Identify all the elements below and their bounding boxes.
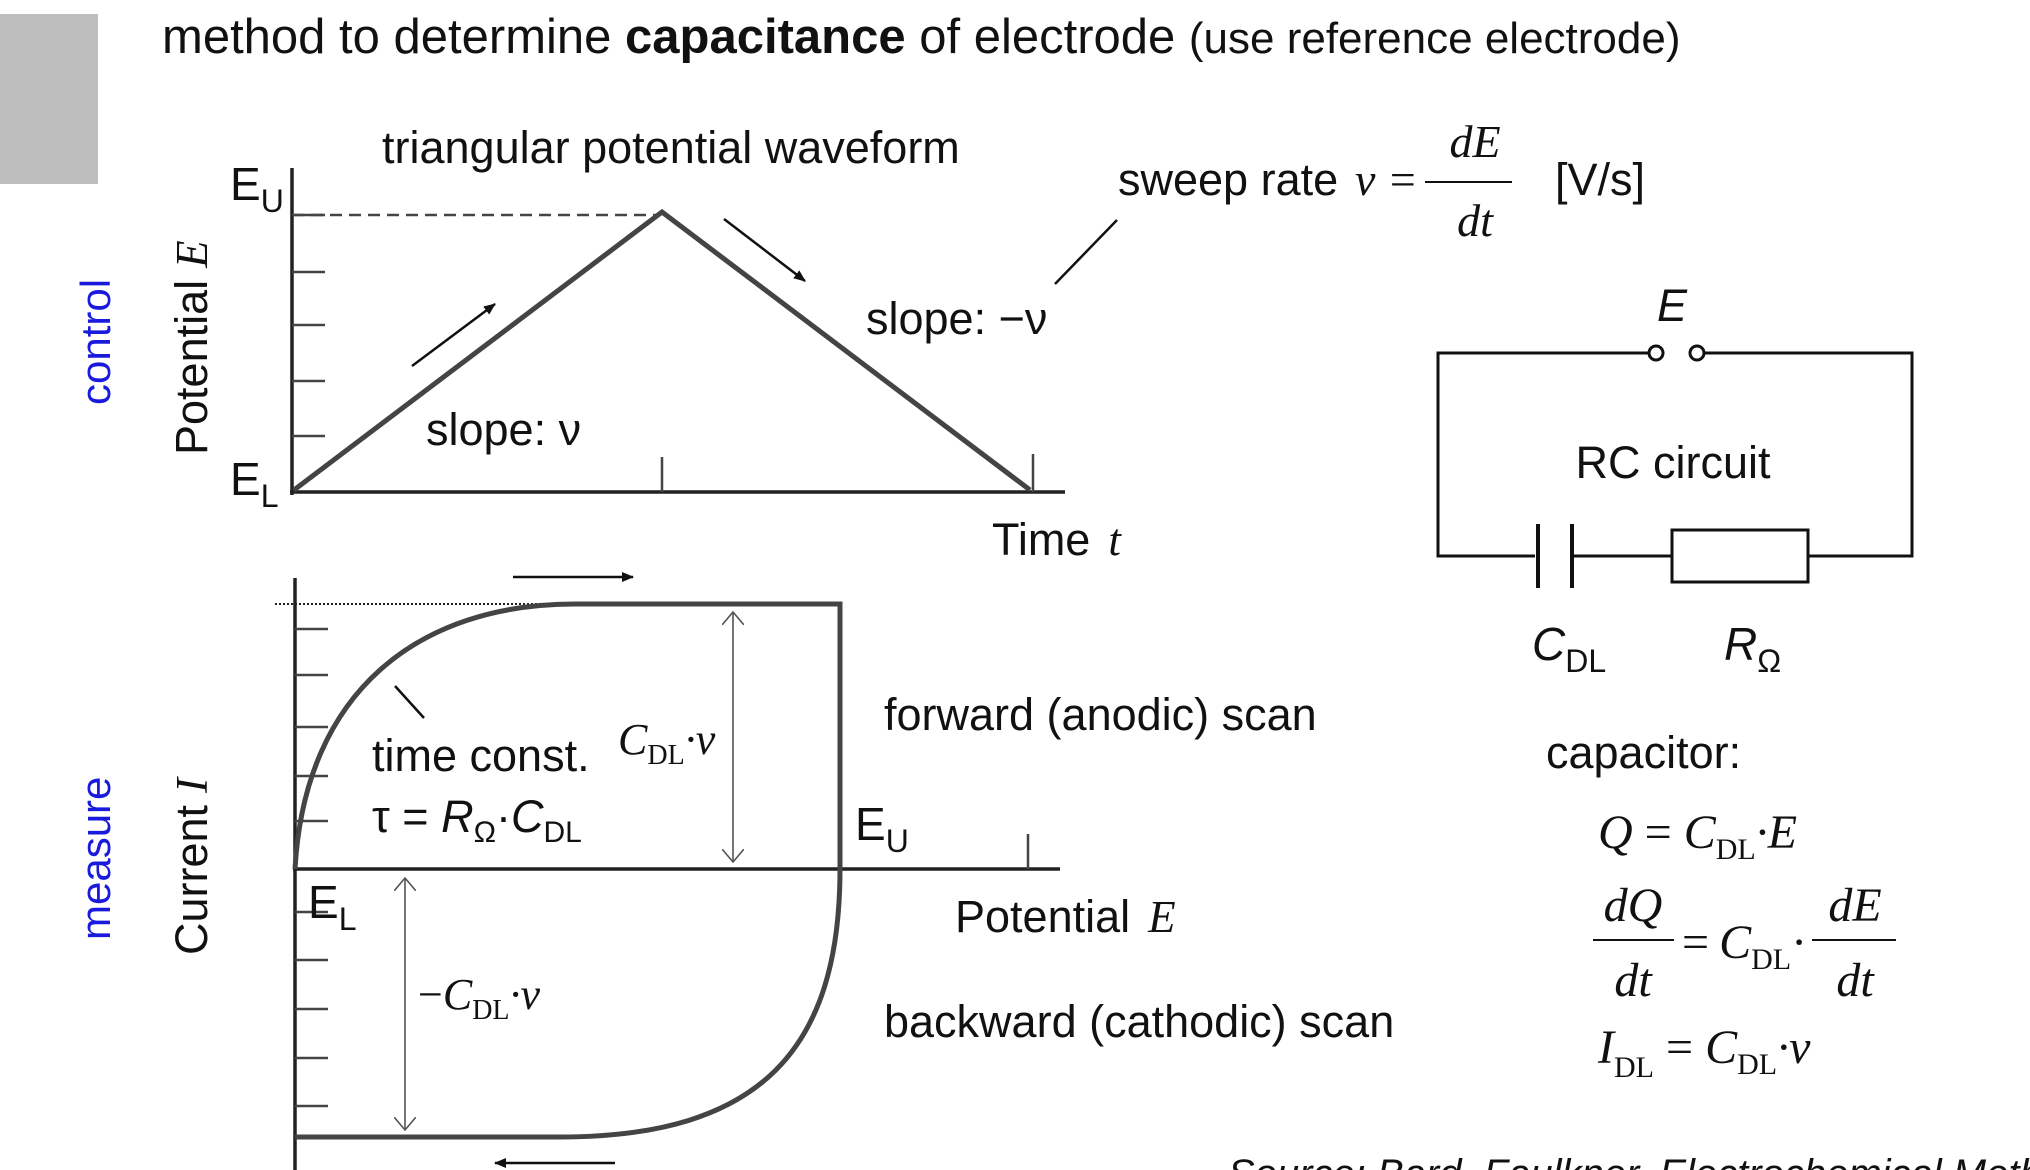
neg-current-label: −CDL·ν bbox=[418, 970, 541, 1026]
slope-up-label: slope: ν bbox=[426, 404, 581, 455]
bottom-el-label: EL bbox=[308, 876, 356, 937]
falling-arrow bbox=[723, 218, 806, 282]
sweep-rate-formula: sweep rate ν = dE dt [V/s] bbox=[1118, 116, 1645, 246]
sweep-rate-pointer bbox=[1054, 219, 1118, 285]
terminal-left bbox=[1647, 344, 1665, 362]
cv-loop bbox=[292, 601, 843, 1140]
circuit-title: RC circuit bbox=[1575, 437, 1771, 488]
top-y-axis-title: PotentialE bbox=[166, 240, 217, 455]
rising-arrow bbox=[411, 302, 496, 368]
capacitor-label: CDL bbox=[1532, 618, 1606, 679]
capacitor-equations: capacitor: Q = CDL·E dQ dt =CDL· dE dt I… bbox=[1546, 727, 1896, 1084]
equation-current: IDL = CDL·ν bbox=[1597, 1021, 1811, 1084]
title-paren: (use reference electrode) bbox=[1189, 14, 1681, 63]
forward-scan-label: forward (anodic) scan bbox=[884, 689, 1317, 740]
bottom-eu-label: EU bbox=[855, 798, 909, 859]
measure-label: measure bbox=[72, 777, 119, 940]
capacitor-heading: capacitor: bbox=[1546, 727, 1741, 778]
de-numerator: dE bbox=[1828, 879, 1881, 932]
bottom-y-axis-title: CurrentI bbox=[166, 776, 217, 955]
page-title: method to determine capacitance of elect… bbox=[162, 10, 1680, 64]
time-const-label: time const. bbox=[372, 730, 590, 781]
dq-denominator: dt bbox=[1614, 954, 1653, 1007]
top-el-label: EL bbox=[230, 453, 278, 514]
sweep-rate-symbol: ν = bbox=[1355, 154, 1418, 205]
sweep-rate-denominator: dt bbox=[1457, 195, 1494, 246]
top-eu-label: EU bbox=[230, 158, 284, 219]
sweep-rate-unit: [V/s] bbox=[1555, 154, 1645, 205]
equation-derivative: dQ dt =CDL· dE dt bbox=[1593, 879, 1896, 1007]
circuit-terminal-label: E bbox=[1657, 280, 1688, 331]
de-denominator: dt bbox=[1836, 954, 1875, 1007]
waveform-plot: triangular potential waveform PotentialE… bbox=[166, 116, 1645, 565]
title-suffix: of electrode bbox=[906, 10, 1189, 64]
title-prefix: method to determine bbox=[162, 10, 625, 64]
top-y-ticks bbox=[292, 213, 325, 438]
circuit-right-wire bbox=[1702, 351, 1914, 558]
circuit-left-wire bbox=[1436, 351, 1650, 558]
dq-numerator: dQ bbox=[1604, 879, 1663, 932]
time-const-pointer bbox=[394, 685, 425, 719]
resistor-label: RΩ bbox=[1724, 618, 1781, 679]
waveform-caption: triangular potential waveform bbox=[382, 122, 960, 173]
bottom-y-ticks bbox=[295, 627, 328, 1108]
equation-charge: Q = CDL·E bbox=[1598, 806, 1797, 866]
control-label: control bbox=[72, 279, 119, 405]
rc-circuit bbox=[1436, 344, 1914, 588]
sweep-rate-label: sweep rate bbox=[1118, 154, 1338, 205]
slope-down-label: slope: −ν bbox=[866, 293, 1047, 344]
corner-block bbox=[0, 14, 98, 184]
derivative-rhs: =CDL· bbox=[1682, 916, 1807, 976]
terminal-right bbox=[1688, 344, 1706, 362]
voltammogram-plot: CurrentI time const. τ = RΩ·CDL CDL·ν bbox=[166, 572, 1394, 1170]
sweep-rate-numerator: dE bbox=[1449, 116, 1500, 167]
source-note: Source: Bard, Faulkner, Electrochemical … bbox=[1228, 1152, 2030, 1170]
resistor-box bbox=[1670, 528, 1810, 584]
title-bold: capacitance bbox=[625, 10, 906, 64]
triangle-waveform bbox=[292, 208, 1032, 492]
pos-current-label: CDL·ν bbox=[618, 715, 716, 771]
backward-scan-label: backward (cathodic) scan bbox=[884, 996, 1394, 1047]
tau-formula: τ = RΩ·CDL bbox=[372, 791, 582, 849]
